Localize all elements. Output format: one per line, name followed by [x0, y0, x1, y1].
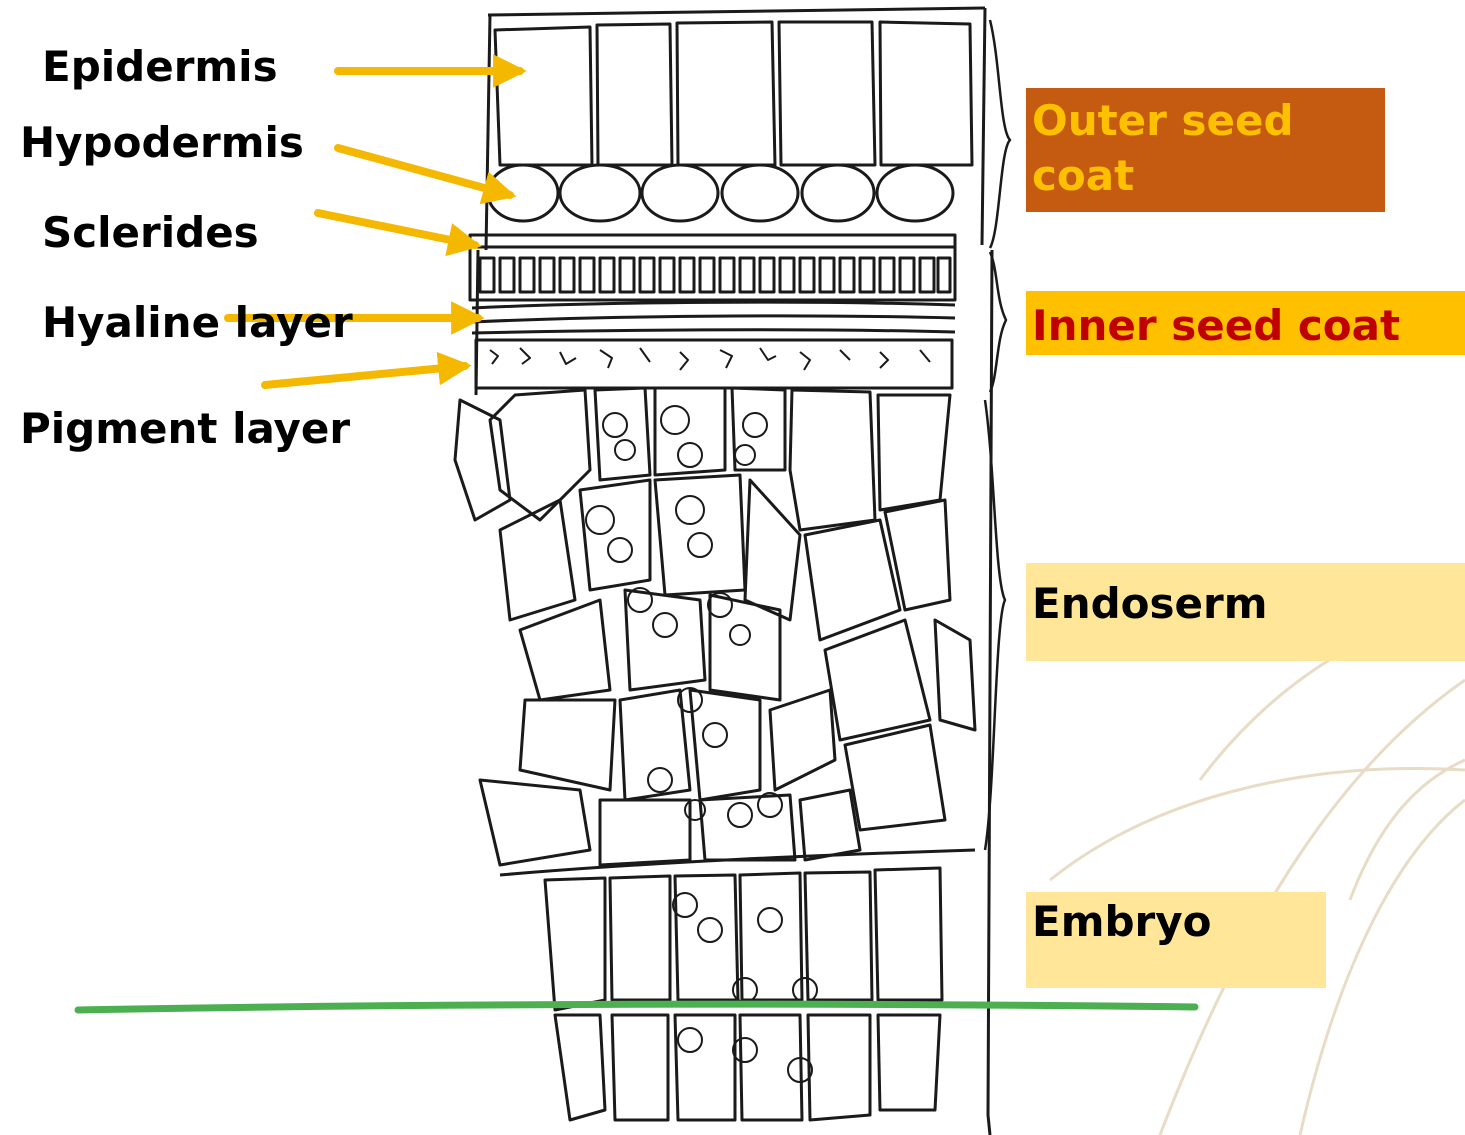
epidermis-cells	[495, 22, 972, 165]
label-sclerides: Sclerides	[42, 212, 259, 254]
embryo-box: Embryo	[1026, 892, 1326, 988]
starch-grains	[586, 406, 817, 1082]
hypodermis-cells	[488, 165, 953, 221]
label-hypodermis: Hypodermis	[20, 122, 304, 164]
scleride-layer	[470, 235, 955, 300]
hyaline-layer	[472, 302, 955, 333]
brace-outer	[990, 20, 1010, 248]
pigment-layer	[476, 340, 952, 388]
boundary-top	[488, 8, 985, 15]
brace-endosperm	[985, 400, 1005, 850]
outer-seed-coat-box: Outer seed coat	[1026, 88, 1385, 212]
arrow-icon	[265, 366, 465, 385]
drawing	[455, 8, 1010, 1135]
inner-seed-coat-box: Inner seed coat	[1026, 291, 1465, 355]
boundary-left	[486, 15, 490, 250]
endosperm-box: Endoserm	[1026, 563, 1465, 661]
label-pigment-layer: Pigment layer	[20, 408, 350, 450]
divider-line	[78, 1004, 1195, 1010]
boundary-right	[982, 8, 985, 245]
label-epidermis: Epidermis	[42, 46, 278, 88]
background-decoration	[1050, 610, 1465, 1135]
arrow-icon	[338, 148, 510, 195]
label-hyaline-layer: Hyaline layer	[42, 302, 353, 344]
embryo-cells	[545, 868, 942, 1120]
arrow-icon	[318, 213, 475, 245]
endosperm-cells	[455, 388, 975, 865]
